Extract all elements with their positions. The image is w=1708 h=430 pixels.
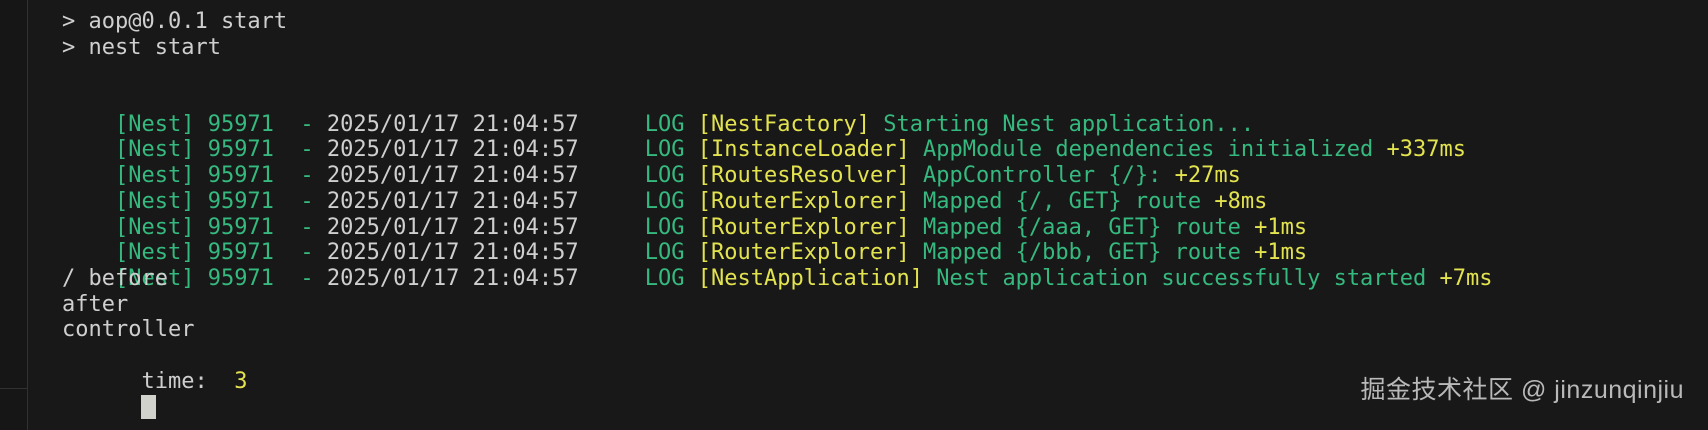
terminal-cursor bbox=[141, 395, 157, 420]
log-prefix: [Nest] 95971 - bbox=[114, 214, 327, 240]
log-timestamp: 2025/01/17 21:04:57 bbox=[326, 214, 579, 240]
log-message: Starting Nest application... bbox=[869, 111, 1255, 137]
log-lines-container: [Nest] 95971 - 2025/01/17 21:04:57 LOG [… bbox=[62, 86, 1708, 291]
log-context: [RouterExplorer] bbox=[697, 188, 910, 214]
log-prefix: [Nest] 95971 - bbox=[114, 188, 327, 214]
log-line: [Nest] 95971 - 2025/01/17 21:04:57 LOG [… bbox=[62, 112, 1708, 162]
output-line-before: / before bbox=[62, 265, 168, 291]
log-timing: +8ms bbox=[1201, 188, 1268, 214]
log-message: Mapped {/, GET} route bbox=[909, 188, 1202, 214]
log-message: AppModule dependencies initialized bbox=[909, 137, 1374, 163]
log-level: LOG bbox=[578, 111, 698, 137]
command-line-nest-start: > nest start bbox=[62, 34, 221, 60]
log-level: LOG bbox=[578, 240, 698, 266]
log-context: [RoutesResolver] bbox=[697, 163, 910, 189]
log-context: [RouterExplorer] bbox=[697, 214, 910, 240]
log-level: LOG bbox=[578, 265, 698, 291]
log-context: [InstanceLoader] bbox=[697, 137, 910, 163]
log-prefix: [Nest] 95971 - bbox=[114, 265, 327, 291]
log-line: [Nest] 95971 - 2025/01/17 21:04:57 LOG [… bbox=[62, 189, 1708, 240]
log-timestamp: 2025/01/17 21:04:57 bbox=[326, 137, 579, 163]
terminal-gutter bbox=[0, 0, 28, 430]
log-level: LOG bbox=[578, 137, 698, 163]
log-level: LOG bbox=[578, 214, 698, 240]
log-timing: +337ms bbox=[1373, 137, 1467, 163]
log-level: LOG bbox=[578, 163, 698, 189]
log-timestamp: 2025/01/17 21:04:57 bbox=[326, 111, 579, 137]
cursor-line bbox=[62, 369, 1708, 420]
log-timestamp: 2025/01/17 21:04:57 bbox=[326, 265, 579, 291]
log-context: [RouterExplorer] bbox=[697, 240, 910, 266]
log-line: [Nest] 95971 - 2025/01/17 21:04:57 LOG [… bbox=[62, 137, 1708, 188]
gutter-divider-line bbox=[0, 388, 27, 389]
log-message: AppController {/}: bbox=[909, 163, 1162, 189]
output-line-after: after bbox=[62, 291, 129, 317]
log-line: [Nest] 95971 - 2025/01/17 21:04:57 LOG [… bbox=[62, 163, 1708, 214]
log-timing: +27ms bbox=[1161, 163, 1241, 189]
log-line: [Nest] 95971 - 2025/01/17 21:04:57 LOG [… bbox=[62, 240, 1708, 291]
log-timing: +1ms bbox=[1240, 240, 1308, 266]
log-context: [NestFactory] bbox=[697, 111, 870, 137]
time-line: time: 3 bbox=[62, 343, 1708, 394]
time-label: time: bbox=[141, 368, 235, 394]
log-prefix: [Nest] 95971 - bbox=[114, 163, 327, 189]
log-timestamp: 2025/01/17 21:04:57 bbox=[326, 163, 579, 189]
log-timing: +7ms bbox=[1426, 265, 1493, 291]
blank-line bbox=[62, 60, 1708, 86]
command-line-npm-start: > aop@0.0.1 start bbox=[62, 9, 288, 34]
log-prefix: [Nest] 95971 - bbox=[114, 111, 327, 137]
log-line: [Nest] 95971 - 2025/01/17 21:04:57 LOG [… bbox=[62, 215, 1708, 265]
log-timestamp: 2025/01/17 21:04:57 bbox=[326, 240, 579, 266]
log-line: [Nest] 95971 - 2025/01/17 21:04:57 LOG [… bbox=[62, 86, 1708, 137]
log-message: Mapped {/bbb, GET} route bbox=[909, 240, 1241, 266]
log-timing: +1ms bbox=[1240, 214, 1308, 240]
log-prefix: [Nest] 95971 - bbox=[114, 137, 327, 163]
log-message: Nest application successfully started bbox=[922, 265, 1427, 291]
log-message: Mapped {/aaa, GET} route bbox=[909, 214, 1241, 240]
log-prefix: [Nest] 95971 - bbox=[114, 240, 327, 266]
terminal-output: > aop@0.0.1 start > nest start [Nest] 95… bbox=[62, 9, 1708, 420]
watermark-text: 掘金技术社区 @ jinzunqinjiu bbox=[1360, 376, 1684, 404]
output-line-controller: controller bbox=[62, 317, 195, 343]
log-context: [NestApplication] bbox=[697, 265, 923, 291]
log-timestamp: 2025/01/17 21:04:57 bbox=[326, 188, 579, 214]
log-level: LOG bbox=[578, 188, 698, 214]
time-value: 3 bbox=[234, 368, 248, 394]
